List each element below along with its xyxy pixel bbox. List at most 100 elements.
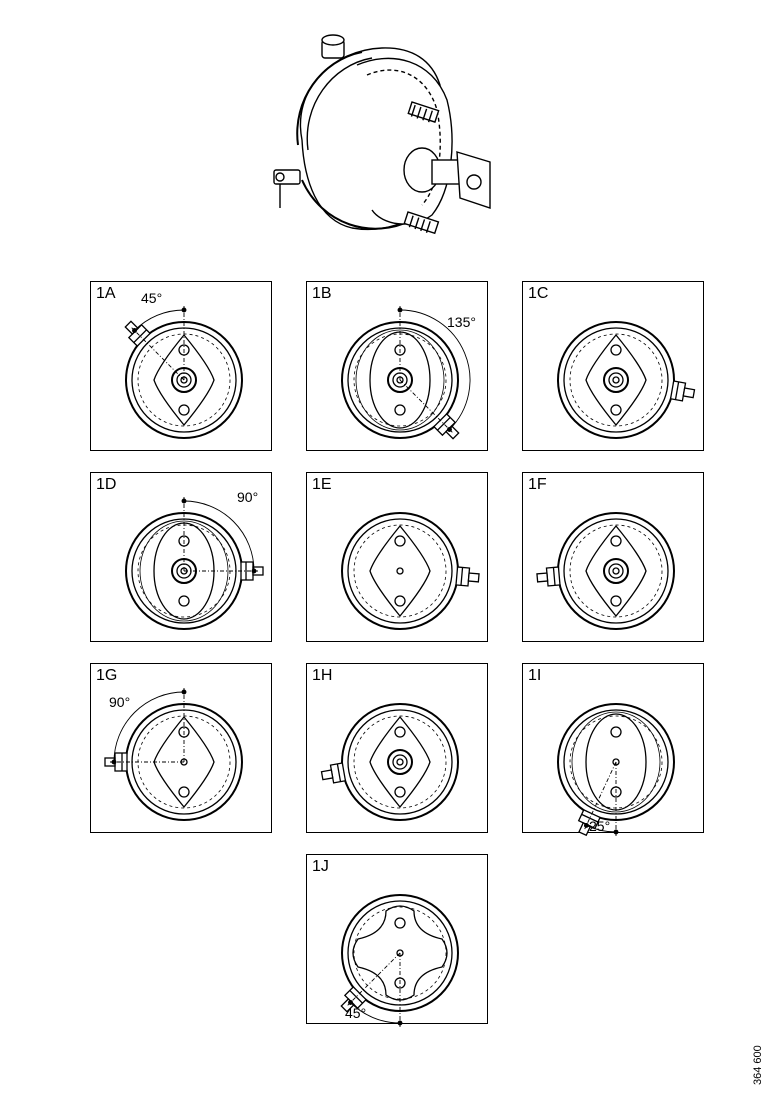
- panel-1e: 1E: [306, 472, 488, 642]
- panel-1c: 1C: [522, 281, 704, 451]
- panel-1h-drawing: [320, 703, 459, 821]
- pushrod-boss-inner: [608, 372, 624, 388]
- stud-hole-bottom: [610, 595, 622, 607]
- pushrod-center: [612, 376, 620, 384]
- stud-hole-bottom: [178, 786, 190, 798]
- housing-inner-ring: [347, 709, 453, 815]
- housing-inner-ring: [347, 518, 453, 624]
- clamp-axis-line: [131, 327, 185, 381]
- chamber-drawing: [340, 894, 459, 1027]
- panel-label: 1H: [312, 667, 333, 684]
- angle-arc-start: [397, 1020, 403, 1026]
- housing-outer-ring: [341, 703, 459, 821]
- clamp-axis-line: [347, 952, 401, 1006]
- chamber-drawing: [557, 703, 675, 837]
- panel-1g: 1G 90°: [90, 663, 272, 833]
- diaphragm-outline: [355, 329, 445, 431]
- angle-label: 45°: [345, 1005, 367, 1021]
- clamp-nut: [320, 769, 334, 781]
- panel-1c-drawing: [557, 321, 696, 439]
- panel-label: 1A: [96, 285, 116, 302]
- pushrod-center: [396, 758, 404, 766]
- clamp-gap: [349, 990, 363, 1004]
- clamp-gap: [336, 763, 342, 782]
- clamp-axis-line: [399, 379, 453, 433]
- chamber-drawing: [125, 497, 264, 630]
- stud-hole-bottom: [610, 404, 622, 416]
- stud-hole-top: [610, 726, 622, 738]
- angle-arc-end: [583, 822, 589, 828]
- angle-arc-start: [181, 307, 187, 313]
- angle-arc-start: [181, 498, 187, 504]
- clamp-nut: [536, 572, 549, 583]
- panel-1e-drawing: [341, 512, 480, 630]
- mounting-plate: [153, 333, 215, 427]
- panel-label: 1F: [528, 476, 547, 493]
- angle-label: 135°: [447, 314, 476, 330]
- angle-arc-start: [613, 829, 619, 835]
- stud-hole-bottom: [178, 595, 190, 607]
- chamber-drawing: [557, 321, 696, 439]
- clamp-bolt: [455, 566, 480, 587]
- panel-1f: 1F: [522, 472, 704, 642]
- angle-label: 25°: [589, 818, 611, 834]
- pushrod-boss-inner: [608, 563, 624, 579]
- panel-1i-drawing: [557, 703, 675, 837]
- panel-label: 1D: [96, 476, 117, 493]
- pushrod-boss-outer: [603, 367, 629, 393]
- stud-hole-top: [394, 535, 406, 547]
- stud-hole-bottom: [394, 786, 406, 798]
- pushrod-boss-outer: [603, 558, 629, 584]
- chamber-drawing: [341, 306, 471, 440]
- chamber-drawing: [104, 688, 243, 821]
- chamber-drawing: [341, 512, 480, 630]
- stud-hole-bottom: [394, 595, 406, 607]
- pushrod-center: [396, 567, 404, 575]
- mounting-plate: [369, 524, 431, 618]
- chamber-drawing: [320, 703, 459, 821]
- housing-outer-ring: [557, 321, 675, 439]
- angle-arc-start: [397, 307, 403, 313]
- clamp-gap: [674, 381, 680, 400]
- angle-label: 90°: [237, 489, 259, 505]
- angle-arc-end: [348, 1000, 353, 1005]
- housing-inner-ring: [563, 518, 669, 624]
- mounting-plate: [369, 715, 431, 809]
- clamp-bolt: [669, 380, 696, 402]
- diaphragm-outline: [571, 711, 661, 813]
- mounting-plate: [585, 333, 647, 427]
- panel-label: 1I: [528, 667, 542, 684]
- clamp-gap: [581, 813, 599, 823]
- panel-1d: 1D 90°: [90, 472, 272, 642]
- angle-label: 90°: [109, 694, 131, 710]
- panel-1b-drawing: [341, 306, 471, 440]
- stud-hole-bottom: [394, 404, 406, 416]
- stud-hole-top: [394, 726, 406, 738]
- panel-1f-drawing: [536, 512, 675, 630]
- angle-arc-end: [251, 568, 257, 574]
- clamp-nut: [467, 572, 480, 583]
- mounting-plate: [585, 524, 647, 618]
- panel-1j-drawing: [340, 894, 459, 1027]
- clamp-bolt: [320, 762, 347, 784]
- panel-1g-drawing: [104, 688, 243, 821]
- chamber-drawing: [124, 306, 243, 439]
- housing-inner-ring: [563, 327, 669, 433]
- diaphragm-outline: [139, 520, 229, 622]
- panel-1h: 1H: [306, 663, 488, 833]
- document-number: 364 600: [752, 1045, 764, 1085]
- panel-1d-drawing: [125, 497, 264, 630]
- angle-label: 45°: [141, 290, 163, 306]
- stud-hole-bottom: [178, 404, 190, 416]
- clamp-gap: [552, 567, 556, 586]
- angle-arc-start: [181, 689, 187, 695]
- stud-hole-top: [394, 917, 406, 929]
- panel-label: 1G: [96, 667, 118, 684]
- panel-label: 1C: [528, 285, 549, 302]
- clamp-gap: [437, 417, 451, 431]
- brake-chamber-illustration: [262, 30, 502, 255]
- brake-chamber-drawing: [273, 34, 491, 235]
- panel-1i: 1I 25°: [522, 663, 704, 837]
